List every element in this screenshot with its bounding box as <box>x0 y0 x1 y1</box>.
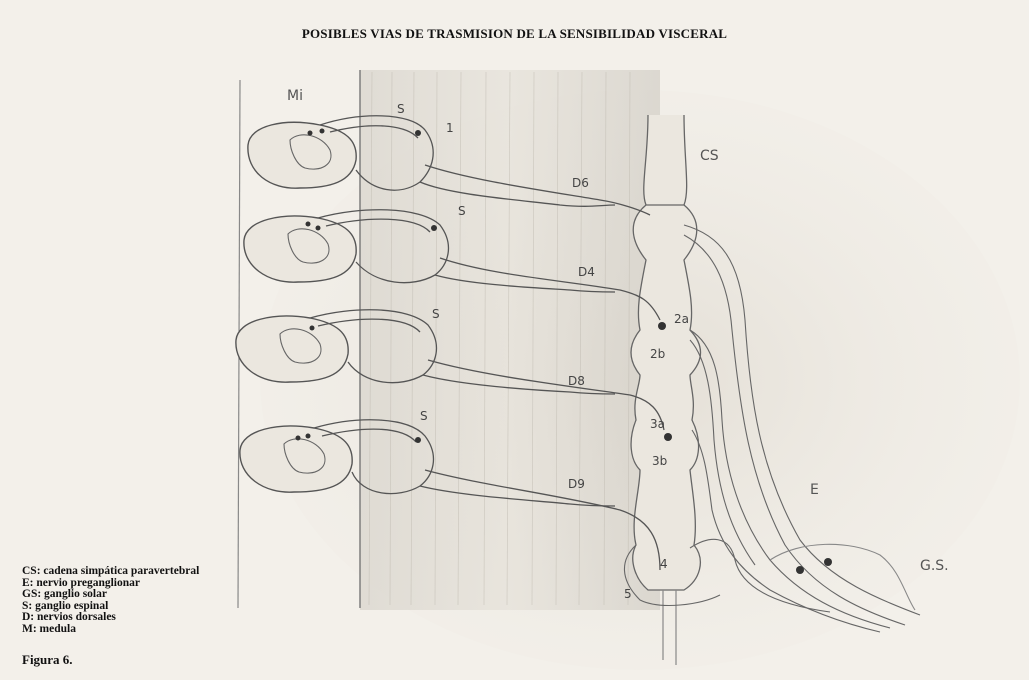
label-s-1: S <box>397 102 405 116</box>
label-1: 1 <box>446 121 454 135</box>
label-3b: 3b <box>652 454 667 468</box>
label-s-4: S <box>420 409 428 423</box>
label-e: E <box>810 482 819 498</box>
label-2a: 2a <box>674 312 689 326</box>
vertebral-band <box>360 70 660 610</box>
label-d6: D6 <box>572 176 589 190</box>
spinal-cord-section-3 <box>236 316 348 382</box>
label-s-3: S <box>432 307 440 321</box>
label-s-2: S <box>458 204 466 218</box>
legend: CS: cadena simpática paravertebral E: ne… <box>22 566 199 635</box>
legend-item: D: nervios dorsales <box>22 612 199 624</box>
label-4: 4 <box>660 557 668 571</box>
label-cs: CS <box>700 148 719 164</box>
legend-item: GS: ganglio solar <box>22 589 199 601</box>
figure-caption: Figura 6. <box>22 652 73 668</box>
spinal-cord-section-4 <box>240 426 352 492</box>
label-2b: 2b <box>650 347 665 361</box>
legend-item: M: medula <box>22 624 199 636</box>
label-d9: D9 <box>568 477 585 491</box>
label-3a: 3a <box>650 417 665 431</box>
spinal-cord-section-2 <box>244 216 356 282</box>
label-mi: Mi <box>287 88 303 104</box>
label-d8: D8 <box>568 374 585 388</box>
legend-item: CS: cadena simpática paravertebral <box>22 566 199 578</box>
label-5: 5 <box>624 587 632 601</box>
label-gs: G.S. <box>920 558 949 574</box>
label-d4: D4 <box>578 265 595 279</box>
spinal-cord-section-1 <box>248 122 356 188</box>
